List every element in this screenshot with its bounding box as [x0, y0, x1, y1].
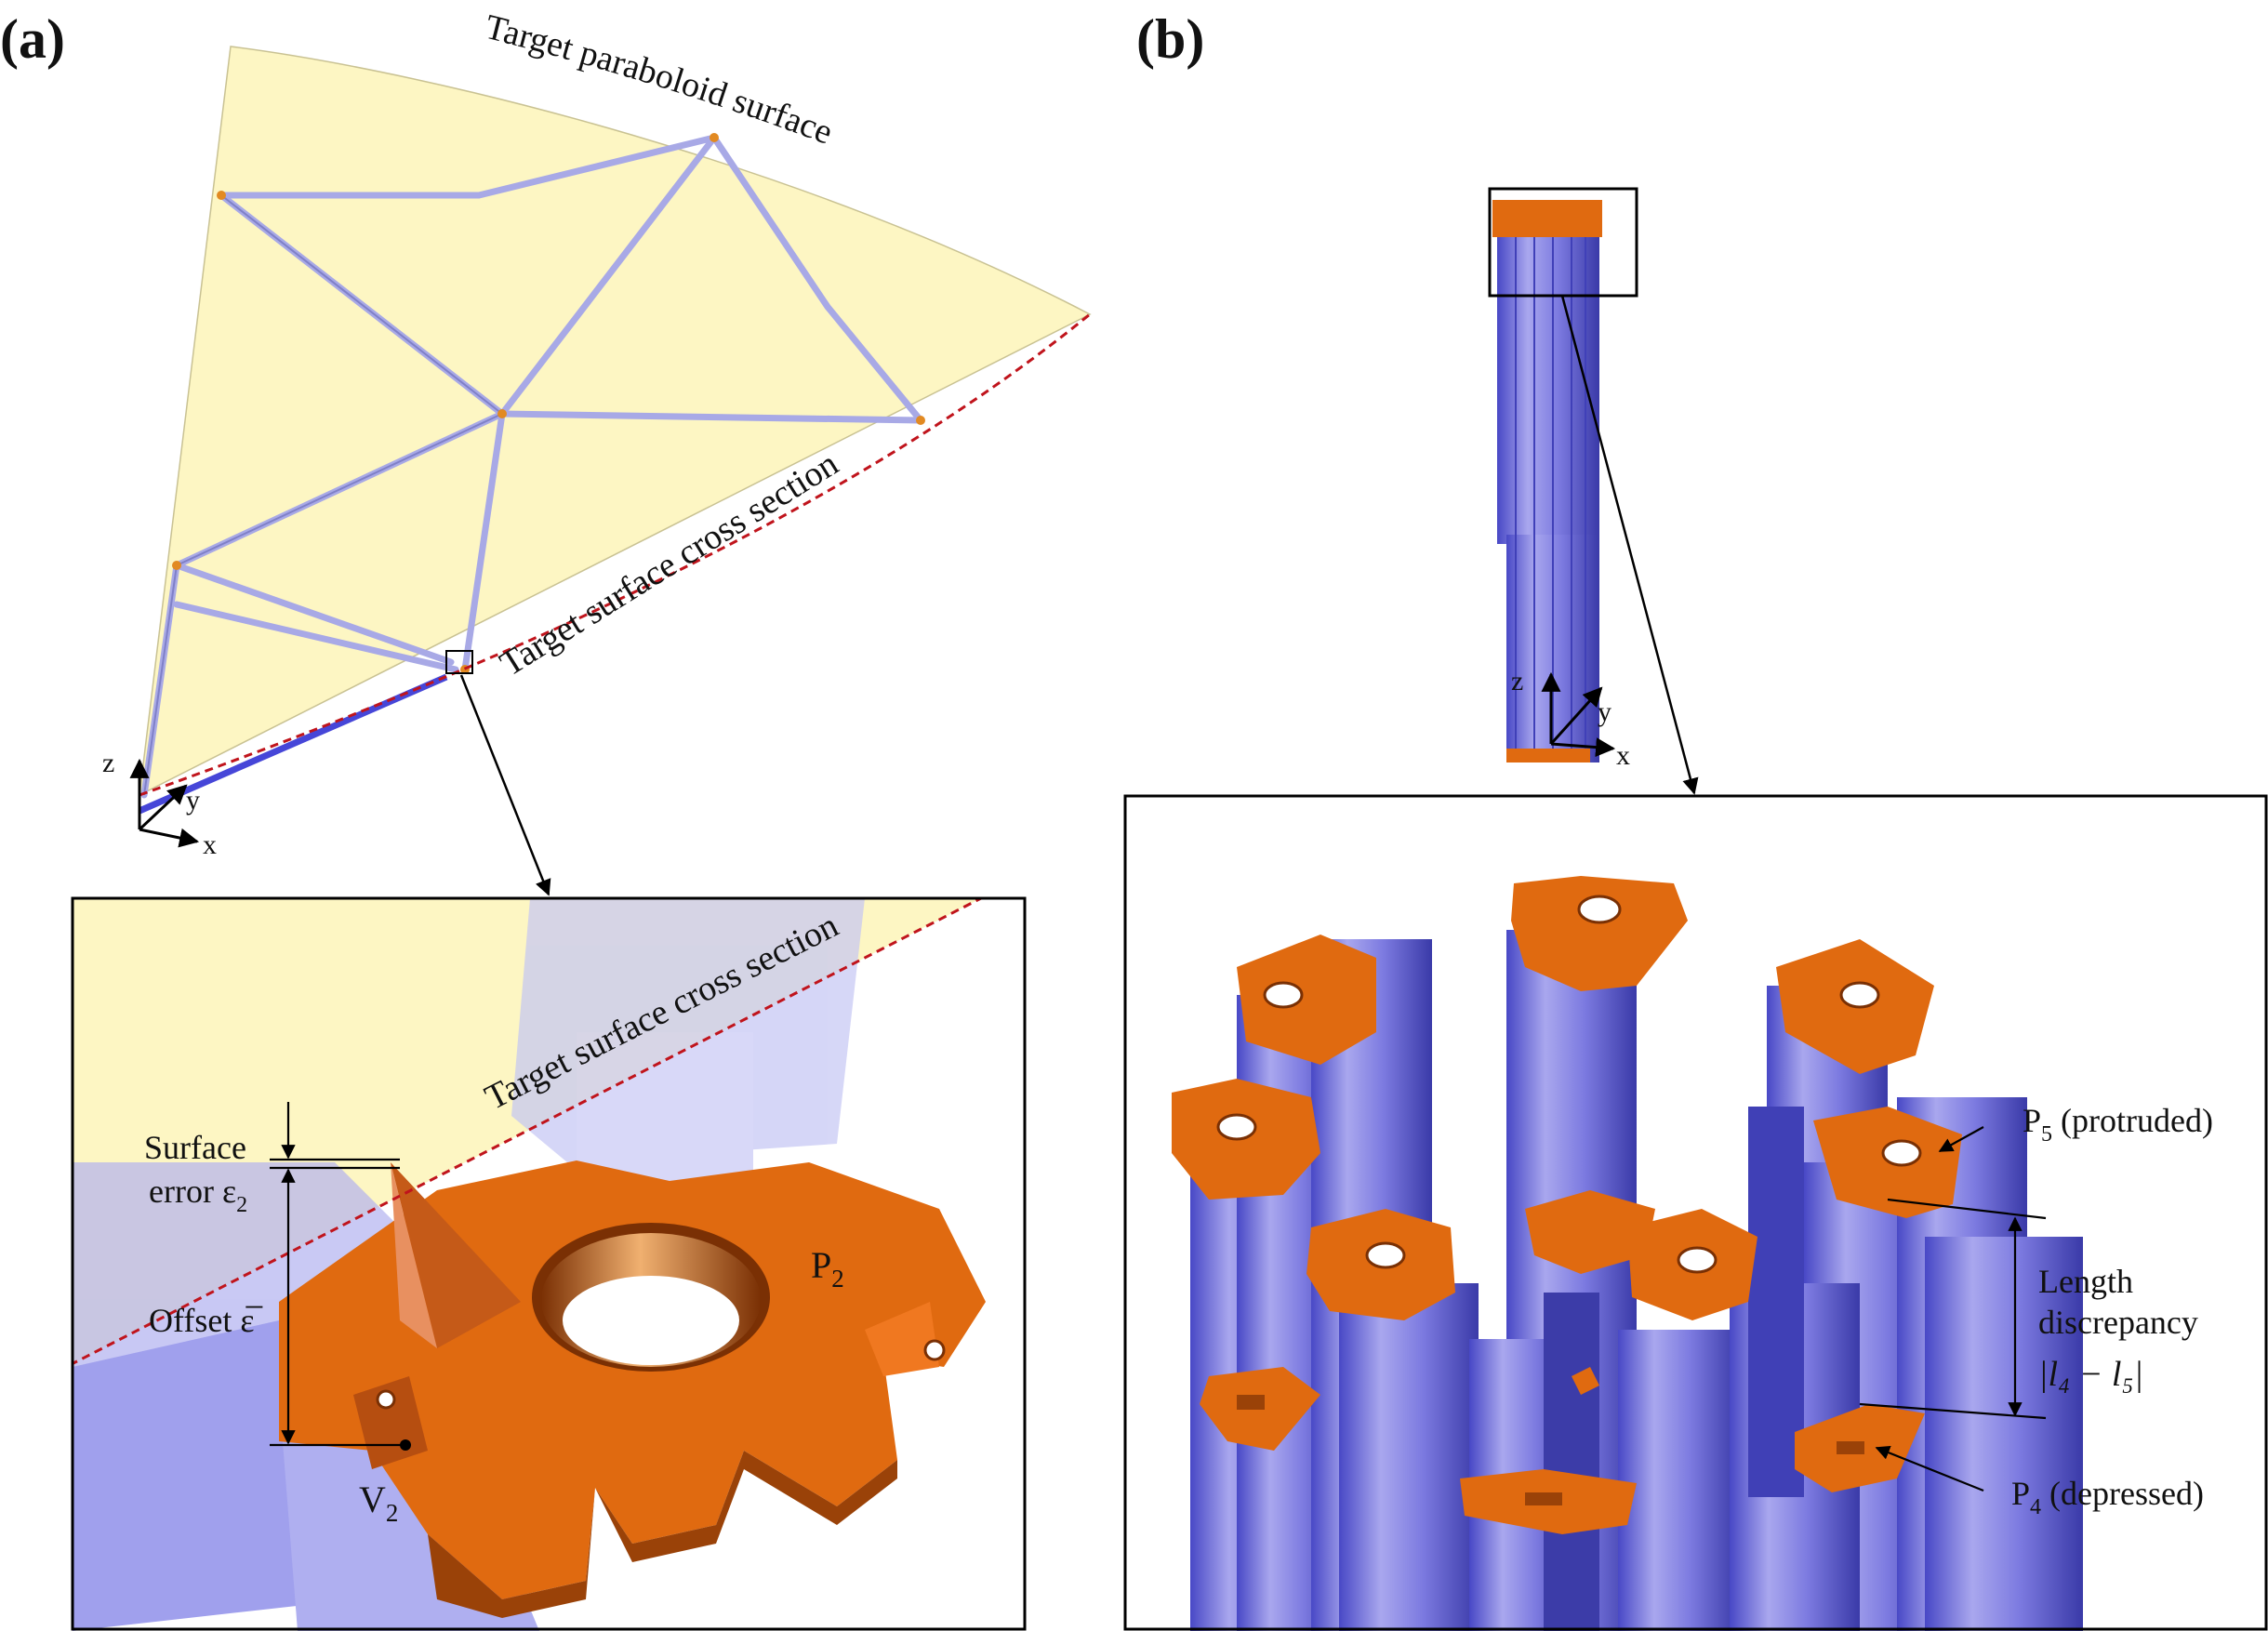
surface-error-line1: Surface	[144, 1129, 246, 1166]
surface-error-line2: error ε2	[149, 1173, 247, 1217]
axis-b-z-label: z	[1511, 666, 1523, 696]
callout-arrow-a	[459, 674, 551, 896]
cross-section-line	[139, 312, 1091, 797]
offset-label: Offset ε̅	[149, 1302, 263, 1339]
panel-a: (a)	[0, 7, 1092, 1631]
paraboloid-surface	[139, 46, 1092, 797]
plates	[1172, 876, 1962, 1534]
strut-highlight	[143, 194, 503, 796]
length-line2: discrepancy	[2038, 1304, 2198, 1341]
axis-z-label: z	[102, 748, 114, 778]
axis-b-x-label: x	[1616, 740, 1630, 771]
bottom-strut	[138, 673, 448, 815]
axis-y-label: y	[186, 785, 200, 816]
axis-x-label: x	[203, 829, 217, 860]
truss-nodes	[172, 133, 925, 674]
length-formula: |l₄ − l₅|	[2038, 1355, 2143, 1394]
panel-b-label: (b)	[1136, 8, 1204, 70]
inset-b-frame	[1123, 794, 2268, 1631]
axis-triad-a	[129, 758, 200, 848]
folded-bundle	[1492, 200, 1602, 762]
length-line1: Length	[2038, 1263, 2133, 1300]
inset-a-frame	[71, 896, 1027, 1631]
inset-b: P5 (protruded) Length discrepancy |l₄ − …	[1123, 794, 2268, 1631]
p5-label: P5 (protruded)	[2023, 1102, 2213, 1147]
callout-arrow-b	[1560, 295, 1699, 795]
zoom-marker	[445, 650, 473, 674]
panel-a-label: (a)	[0, 8, 65, 70]
panel-b: (b) z y x	[1123, 8, 2268, 1631]
plate-p2	[279, 1160, 986, 1618]
p4-label: P4 (depressed)	[2011, 1475, 2204, 1519]
vertex-v2-label: V2	[359, 1479, 398, 1527]
plate-p2-label: P2	[811, 1244, 844, 1293]
axis-triad-b	[1541, 671, 1616, 758]
inset-section-line	[73, 898, 982, 1366]
axis-b-y-label: y	[1598, 696, 1611, 727]
inset-a: Target surface cross section Surface err…	[71, 896, 1027, 1631]
